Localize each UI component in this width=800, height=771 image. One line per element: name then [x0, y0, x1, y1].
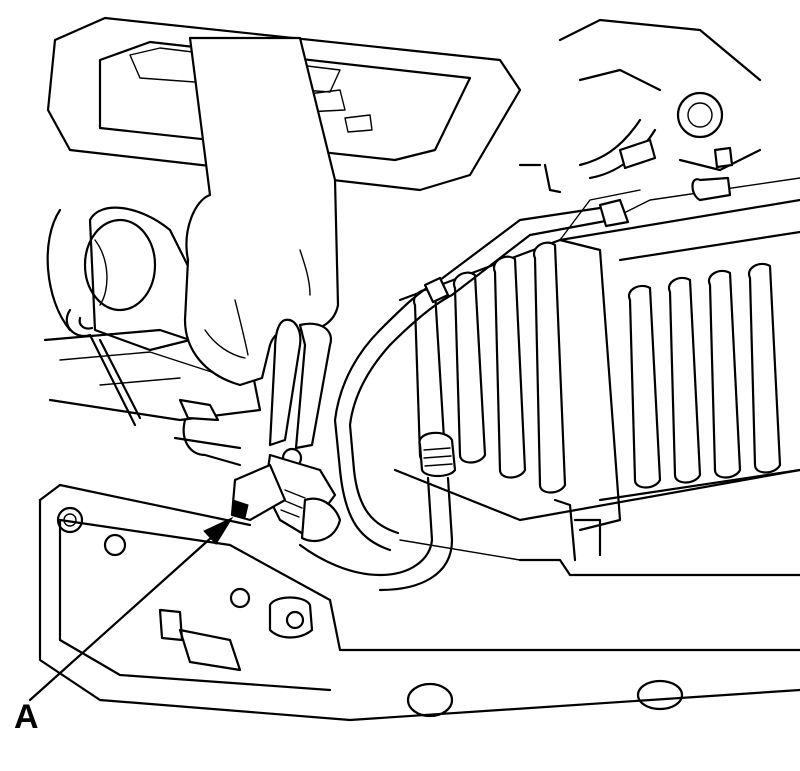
hose-clamp [230, 463, 342, 543]
upper-hoses [518, 18, 762, 202]
hand [183, 36, 340, 387]
fuel-lines [333, 198, 630, 552]
bottom-bracket [38, 483, 800, 722]
engine-cover [46, 16, 522, 192]
dipstick [65, 308, 142, 427]
fuel-pipe-left [173, 398, 242, 467]
pliers-tool [263, 318, 337, 537]
air-cleaner-box [393, 177, 800, 532]
hose-fitting [298, 431, 457, 592]
callout-a-label: A [14, 698, 39, 736]
callout-a-leader [28, 516, 234, 702]
